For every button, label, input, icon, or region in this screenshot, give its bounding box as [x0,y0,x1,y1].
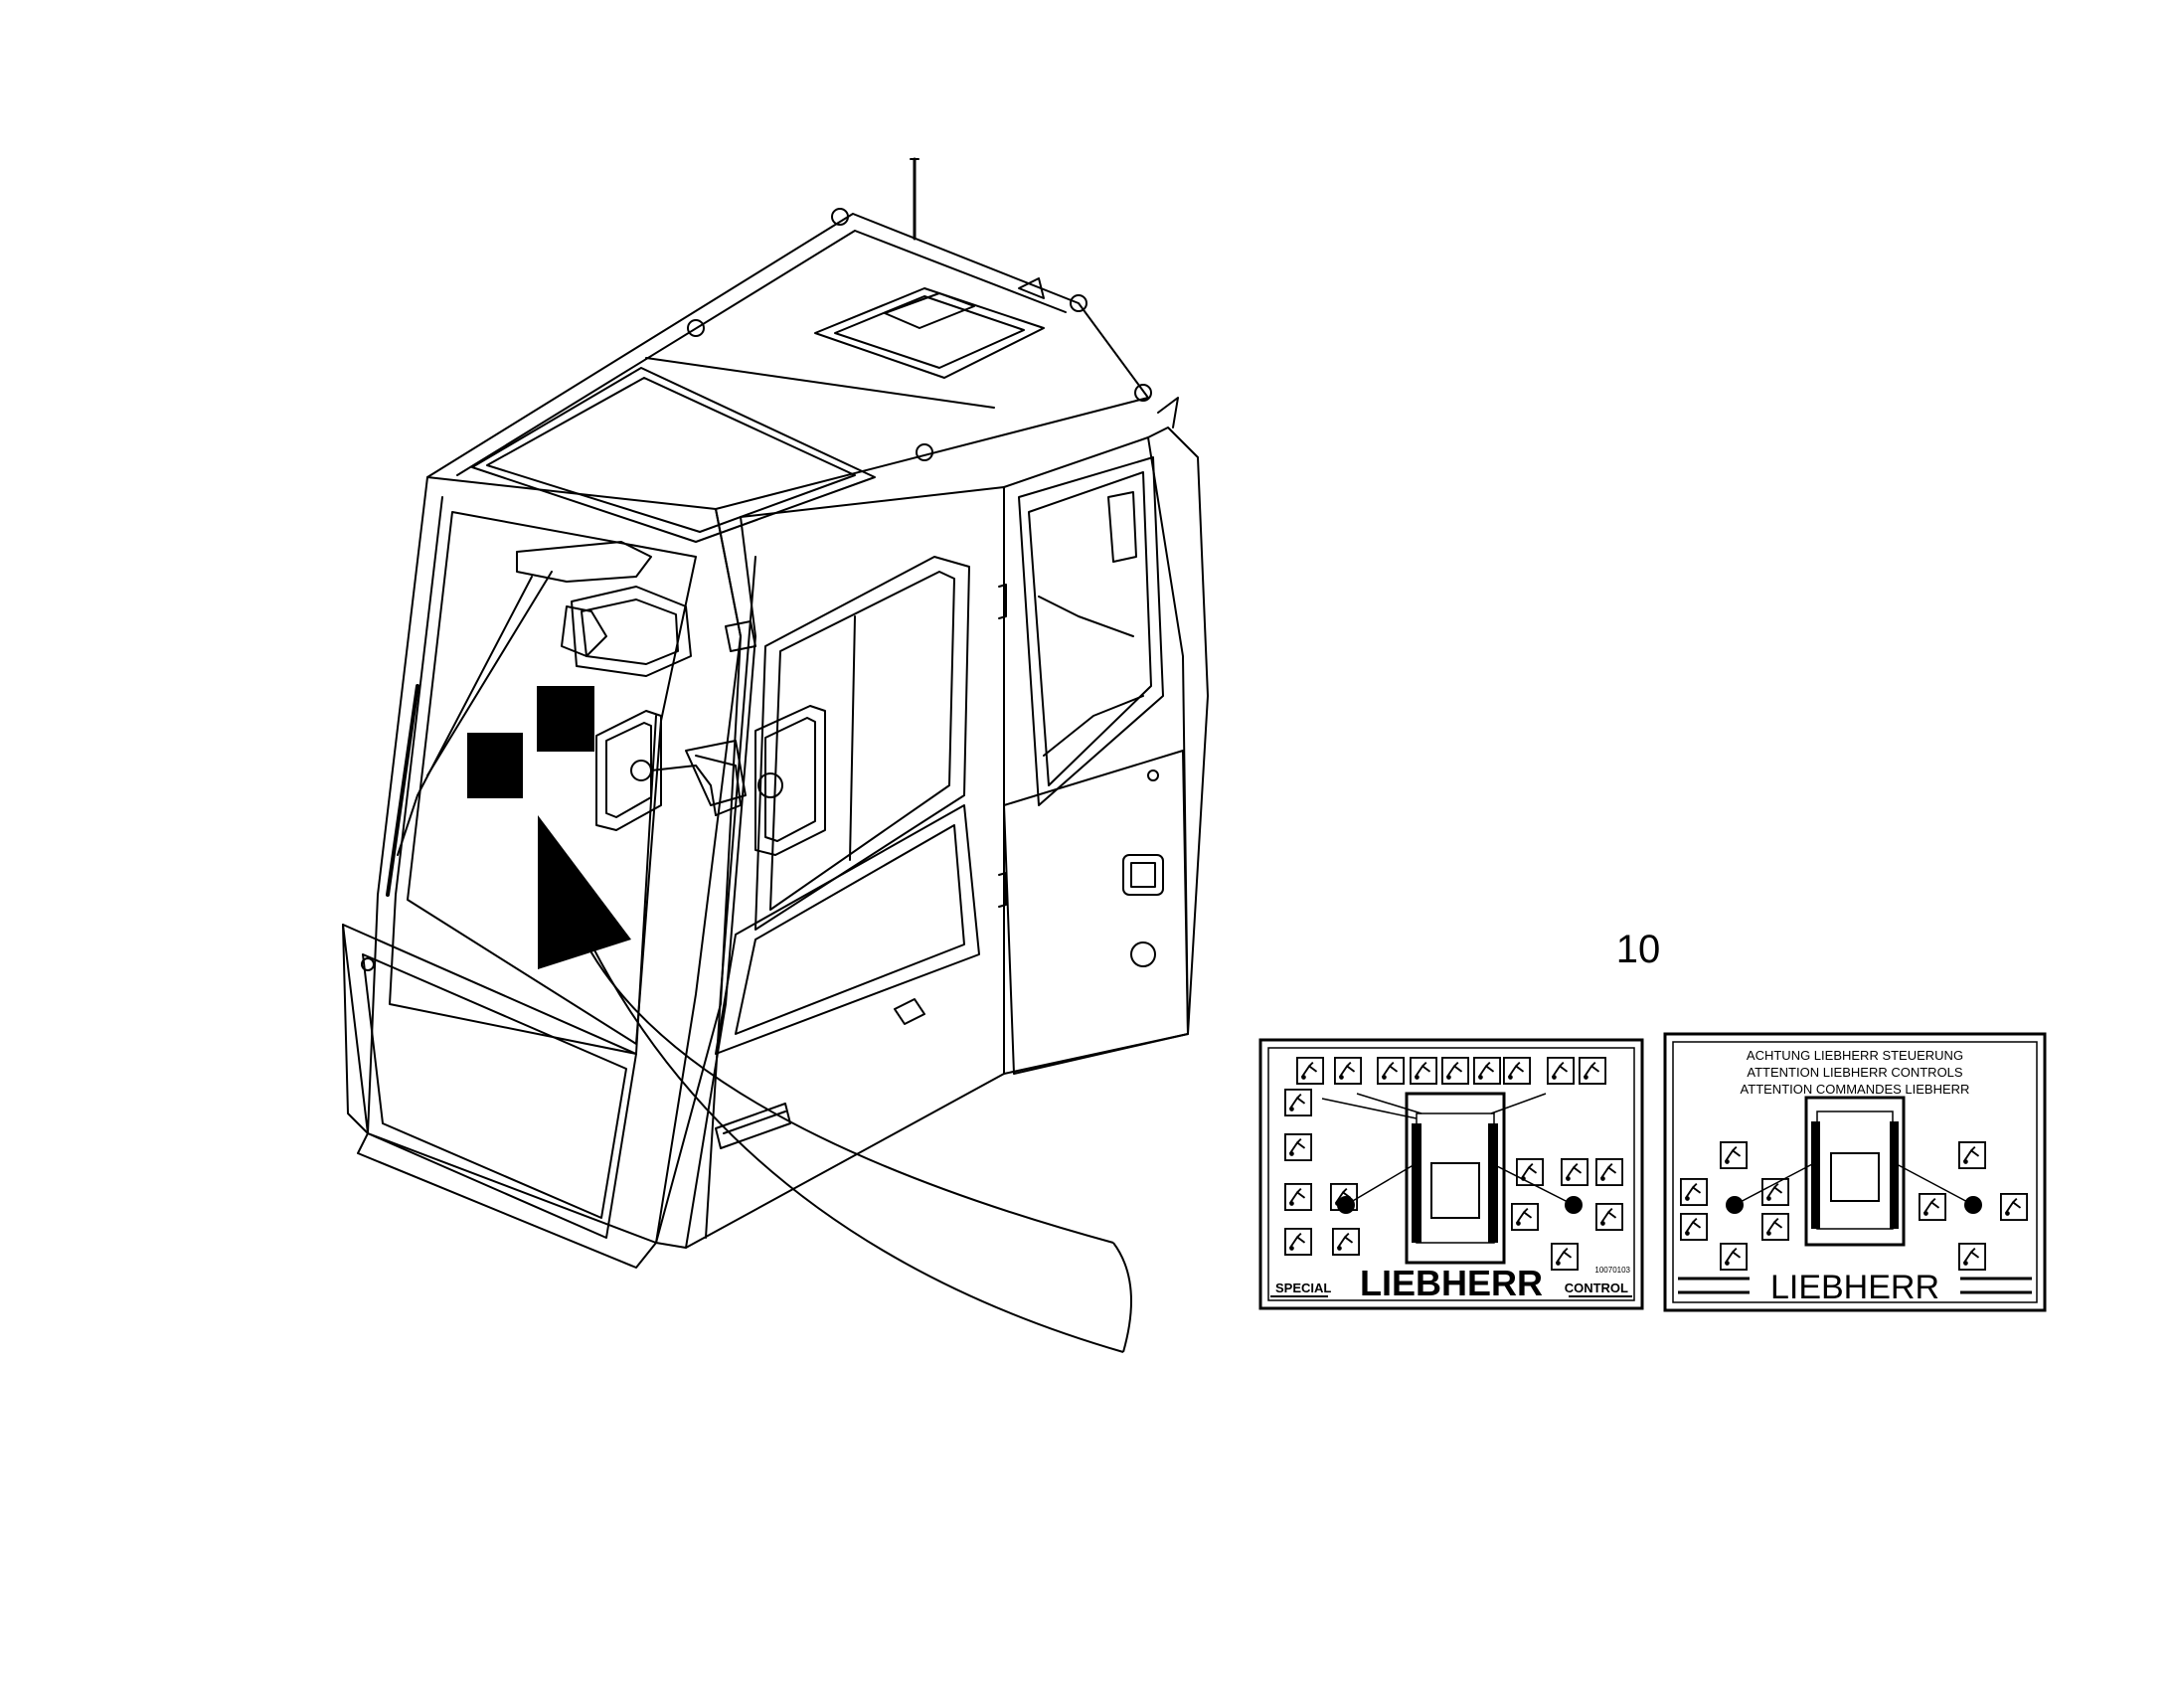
decal-patches [467,686,631,969]
decal-left-corner-left: SPECIAL [1275,1281,1331,1295]
decal-right-line-1: ACHTUNG LIEBHERR STEUERUNG [1747,1048,1963,1063]
decal-left-brand: LIEBHERR [1360,1263,1543,1303]
decal-right-line-2: ATTENTION LIEBHERR CONTROLS [1747,1065,1963,1080]
decal-right-line-3: ATTENTION COMMANDES LIEBHERR [1741,1082,1970,1097]
decal-left-part-code: 10070103 [1594,1266,1630,1275]
decal-left-corner-right: CONTROL [1565,1281,1628,1295]
decal-special-control: SPECIAL LIEBHERR CONTROL 10070103 [1258,1038,1644,1310]
decal-attention-controls: ACHTUNG LIEBHERR STEUERUNG ATTENTION LIE… [1663,1032,2047,1312]
decal-right-brand: LIEBHERR [1770,1269,1939,1306]
operator-cab-drawing [342,157,1209,1269]
leader-lines [581,934,1132,1353]
callout-number: 10 [1616,928,1661,971]
